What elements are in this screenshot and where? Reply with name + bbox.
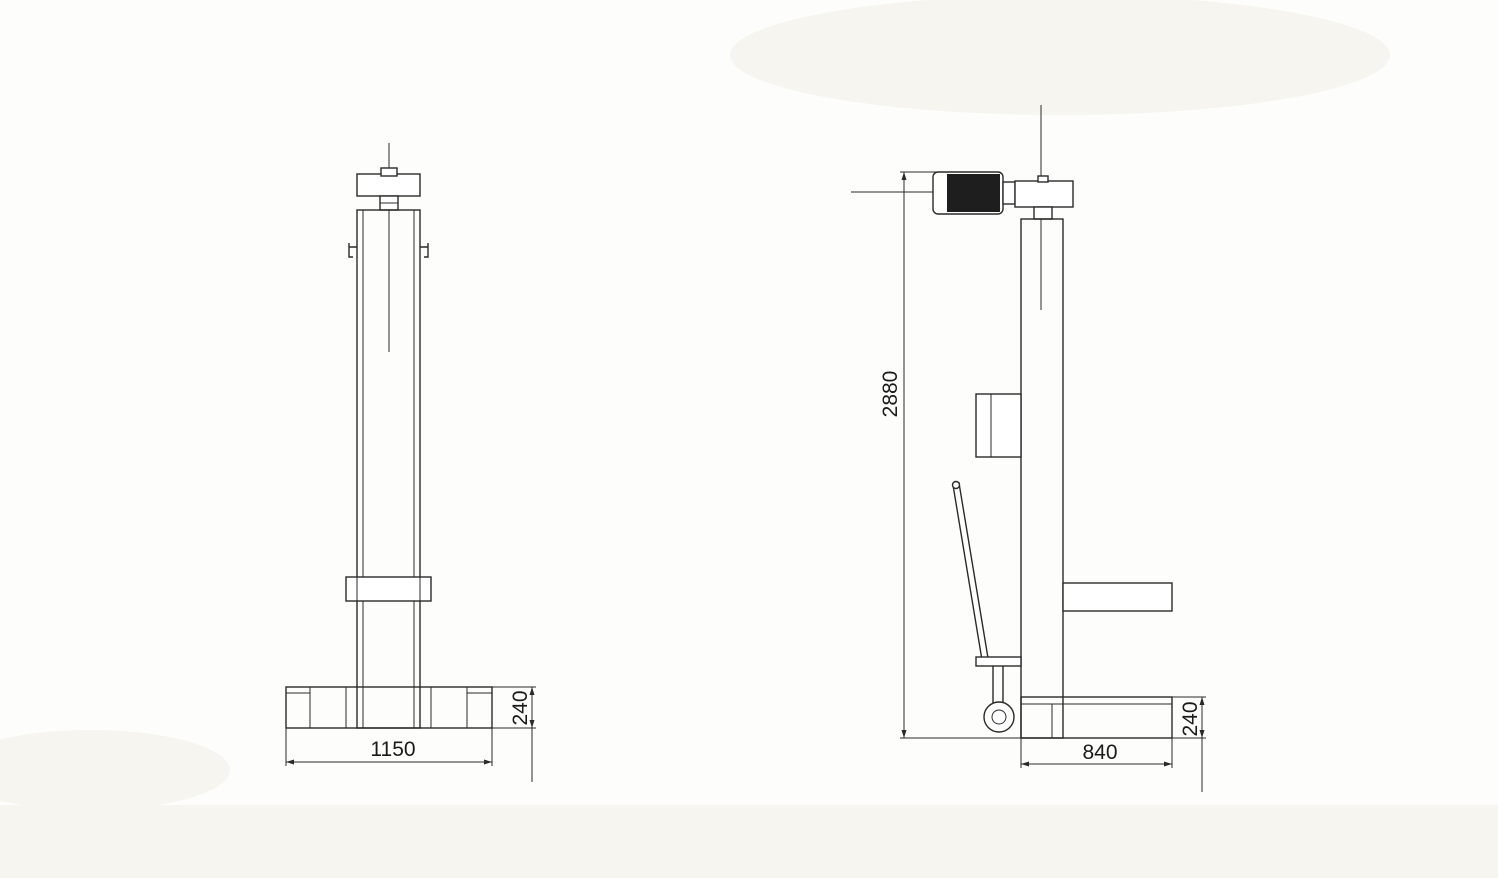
front-view: 1150 240 (285, 143, 536, 782)
side-view: 2880 840 240 (851, 105, 1206, 792)
front-base (285, 686, 493, 729)
front-width-label: 1150 (370, 738, 415, 761)
side-column (1020, 218, 1064, 739)
side-motor-flange (1002, 181, 1016, 205)
front-right-hook (420, 243, 429, 258)
side-fork-arm (1062, 582, 1173, 612)
side-base-height-label: 240 (1179, 701, 1202, 736)
front-left-hook (348, 243, 357, 258)
front-carriage-collar (345, 576, 432, 602)
side-handle (952, 482, 989, 661)
side-wheel (983, 701, 1015, 733)
side-motor-fins (947, 174, 1000, 212)
side-upper-bracket (975, 393, 1022, 458)
side-height-label: 2880 (879, 371, 902, 418)
front-motor-housing (356, 173, 421, 197)
side-gearbox (1014, 180, 1074, 208)
side-handle-bracket (975, 656, 1022, 667)
side-base (1020, 696, 1173, 739)
front-base-height-label: 240 (509, 690, 532, 725)
side-coupling (1033, 206, 1053, 220)
side-depth-label: 840 (1082, 741, 1117, 764)
front-top-nut (380, 167, 398, 177)
